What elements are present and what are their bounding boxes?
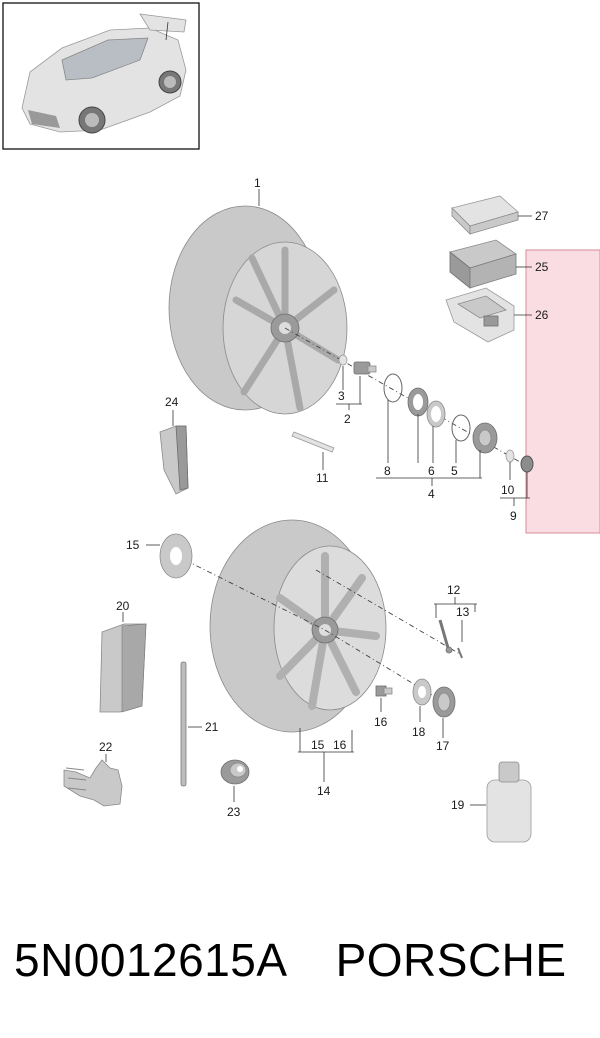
part-7-ring[interactable] bbox=[407, 387, 429, 417]
part-15-spacer[interactable] bbox=[159, 533, 193, 579]
callout-14: 14 bbox=[317, 784, 331, 798]
part-3-washer[interactable] bbox=[338, 354, 348, 366]
part-25-module[interactable] bbox=[449, 239, 517, 289]
part-10-washer[interactable] bbox=[505, 449, 515, 463]
callout-4: 4 bbox=[428, 487, 435, 501]
axis-line-valve bbox=[315, 569, 461, 655]
callout-18: 18 bbox=[412, 725, 426, 739]
part-23-nut[interactable] bbox=[220, 759, 250, 785]
callout-5: 5 bbox=[451, 464, 458, 478]
callout-22: 22 bbox=[99, 740, 113, 754]
highlight-region bbox=[525, 249, 600, 534]
callout-10: 10 bbox=[501, 483, 515, 497]
callout-15-spacer: 15 bbox=[126, 538, 140, 552]
callout-11: 11 bbox=[316, 471, 329, 485]
part-22-glove[interactable] bbox=[63, 759, 123, 807]
callout-12: 12 bbox=[447, 583, 461, 597]
part-4-hub[interactable] bbox=[472, 422, 498, 454]
part-18-ring[interactable] bbox=[412, 678, 432, 706]
part-26-bracket[interactable] bbox=[445, 287, 515, 343]
callout-27: 27 bbox=[535, 209, 549, 223]
part-12-valve-stem[interactable] bbox=[438, 619, 453, 654]
car-thumbnail[interactable] bbox=[2, 2, 200, 150]
callout-2: 2 bbox=[344, 412, 351, 426]
brand-name: PORSCHE bbox=[335, 934, 567, 986]
part-21-rod[interactable] bbox=[180, 661, 187, 787]
part-16-bolt[interactable] bbox=[375, 685, 393, 697]
part-17-cap[interactable] bbox=[432, 686, 456, 718]
leader-lines bbox=[105, 189, 532, 806]
part-27-box[interactable] bbox=[451, 195, 519, 235]
part-19-bottle[interactable] bbox=[486, 761, 532, 843]
callout-16-bolt: 16 bbox=[374, 715, 388, 729]
part-6-ring[interactable] bbox=[426, 400, 446, 428]
part-2-valve[interactable] bbox=[353, 361, 377, 375]
callout-6: 6 bbox=[428, 464, 435, 478]
callout-25: 25 bbox=[535, 260, 549, 274]
callout-3: 3 bbox=[338, 389, 345, 403]
axis-line-spacer bbox=[174, 554, 326, 631]
part-9-cap[interactable] bbox=[520, 455, 534, 473]
part-5-seal[interactable] bbox=[451, 414, 471, 442]
footer: 5N0012615A PORSCHE bbox=[14, 928, 594, 992]
callout-19: 19 bbox=[451, 798, 465, 812]
part-11-strip[interactable] bbox=[291, 431, 335, 453]
axis-line-front bbox=[284, 327, 521, 463]
callout-8: 8 bbox=[384, 464, 391, 478]
callout-labels: 1 27 25 26 3 2 8 6 5 4 10 9 11 24 15 12 … bbox=[99, 176, 549, 819]
callout-23: 23 bbox=[227, 805, 241, 819]
parts-diagram: 1 27 25 26 3 2 8 6 5 4 10 9 11 24 15 12 … bbox=[2, 2, 600, 843]
wheel-rear[interactable] bbox=[209, 519, 387, 733]
part-8-oring[interactable] bbox=[383, 373, 403, 403]
callout-24: 24 bbox=[165, 395, 179, 409]
callout-15-wheel: 15 bbox=[311, 738, 325, 752]
callout-1: 1 bbox=[254, 176, 261, 190]
callout-9: 9 bbox=[510, 509, 517, 523]
callout-13: 13 bbox=[456, 605, 470, 619]
part-24-bracket[interactable] bbox=[159, 425, 189, 495]
callout-26: 26 bbox=[535, 308, 549, 322]
callout-21: 21 bbox=[205, 720, 219, 734]
callout-16-wheel: 16 bbox=[333, 738, 347, 752]
part-13-valve-core[interactable] bbox=[457, 647, 463, 659]
part-number: 5N0012615A bbox=[14, 934, 288, 986]
wheel-front[interactable] bbox=[168, 205, 348, 415]
callout-17: 17 bbox=[436, 739, 450, 753]
callout-20: 20 bbox=[116, 599, 130, 613]
